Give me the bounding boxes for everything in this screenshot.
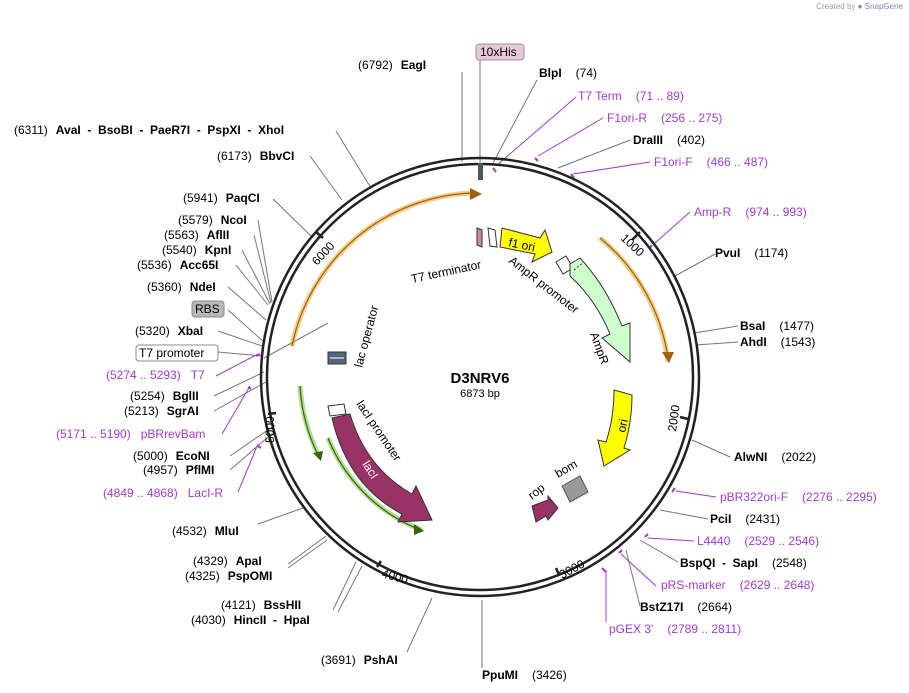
site-bglii: (5254)BglII xyxy=(130,389,199,403)
green-arc-inner-core xyxy=(327,437,419,530)
primer-pgex-3: pGEX 3'(2789 .. 2811) xyxy=(609,622,741,636)
site-ndei: (5360)NdeI xyxy=(147,280,216,294)
site-bstz17i: BstZ17I(2664) xyxy=(640,600,732,614)
site-bbvci: (6173)BbvCI xyxy=(217,149,294,163)
laci-promoter-mark xyxy=(327,403,347,417)
snapgene-logo-icon: ● xyxy=(857,2,863,11)
bom-label: bom xyxy=(553,457,580,481)
site-avai: (6311)AvaI - BsoBI - PaeR7I - PspXI - Xh… xyxy=(14,123,284,137)
f1-ori-label: f1 ori xyxy=(507,235,536,254)
primer-f1ori-r: F1ori-R(256 .. 275) xyxy=(607,111,722,125)
f1-ori-feature xyxy=(499,227,553,264)
tick-label-3000: 3000 xyxy=(557,557,587,582)
orange-arc-right-head xyxy=(662,352,674,363)
bp-ticks xyxy=(267,231,689,576)
tick-label-2000: 2000 xyxy=(665,404,683,433)
primer-leader-lines xyxy=(215,96,717,622)
tick-label-5000: 5000 xyxy=(263,416,277,443)
laci-feature xyxy=(331,413,433,523)
rop-label: rop xyxy=(525,480,548,502)
primer-t7: (5274 .. 5293)T7 xyxy=(106,368,205,382)
rbs-box xyxy=(191,300,225,318)
his-small-mark xyxy=(487,227,498,248)
rop-feature xyxy=(531,494,559,523)
primer-amp-r: Amp-R(974 .. 993) xyxy=(694,205,807,219)
orange-arc-right-core xyxy=(599,237,669,359)
site-bsshii: (4121)BssHII xyxy=(221,598,301,612)
site-econi: (5000)EcoNI xyxy=(133,449,210,463)
primer-pbrrevbam: (5171 .. 5190)pBRrevBam xyxy=(56,427,205,441)
site-aflii: (5563)AflII xyxy=(164,228,229,242)
his-tag-mark xyxy=(478,163,483,180)
site-ncoi: (5579)NcoI xyxy=(178,213,247,227)
bom-feature xyxy=(561,475,589,503)
site-kpni: (5540)KpnI xyxy=(162,243,231,257)
t7-terminator-mark xyxy=(476,227,483,248)
site-pvui: PvuI(1174) xyxy=(715,246,788,260)
tick-label-1000: 1000 xyxy=(618,231,647,260)
site-acc65i: (5536)Acc65I xyxy=(137,258,218,272)
green-arc-inner-head xyxy=(414,524,424,535)
site-draiii: DraIII(402) xyxy=(633,133,705,147)
site-xbai: (5320)XbaI xyxy=(135,324,203,338)
his-tag-box xyxy=(475,43,525,61)
orange-arc-left-head xyxy=(470,188,482,200)
site-eagi: (6792)EagI xyxy=(358,58,426,72)
site-bspqi: BspQI - SapI(2548) xyxy=(680,556,807,570)
site-sgrai: (5213)SgrAI xyxy=(124,404,199,418)
site-apai: (4329)ApaI xyxy=(193,554,262,568)
primer-prs-marker: pRS-marker(2629 .. 2648) xyxy=(661,578,814,592)
credit-prefix: Created by xyxy=(816,2,856,11)
site-pflmi: (4957)PflMI xyxy=(143,463,214,477)
t7-terminator-label: T7 terminator xyxy=(410,257,483,286)
site-hincii: (4030)HincII - HpaI xyxy=(191,613,310,627)
green-arc-outer xyxy=(297,385,323,460)
leader-lines xyxy=(213,60,739,668)
t7-promoter-label: T7 promoter xyxy=(139,346,204,360)
primer-laci-r: (4849 .. 4868)LacI-R xyxy=(103,486,223,500)
plasmid-name: D3NRV6 xyxy=(451,370,510,387)
his-tag-label: 10xHis xyxy=(480,45,517,59)
site-pcii: PciI(2431) xyxy=(710,512,780,526)
primer-pbr322ori-f: pBR322ori-F(2276 .. 2295) xyxy=(720,490,877,504)
site-paqci: (5941)PaqCI xyxy=(183,191,260,205)
green-arc-outer-head xyxy=(313,451,323,461)
site-pshai: (3691)PshAI xyxy=(321,653,398,667)
site-alwni: AlwNI(2022) xyxy=(734,450,816,464)
site-bsai: BsaI(1477) xyxy=(740,319,814,333)
site-blpi: BlpI(74) xyxy=(539,66,597,80)
site-pspomi: (4325)PspOMI xyxy=(185,569,272,583)
site-ahdi: AhdI(1543) xyxy=(740,335,815,349)
primer-marks xyxy=(247,157,676,573)
orange-arc-left-core xyxy=(291,192,473,347)
green-arc-outer-core xyxy=(299,385,319,456)
snapgene-credit: Created by ● SnapGene xyxy=(816,2,903,11)
ori-feature xyxy=(597,389,633,467)
ori-label: ori xyxy=(614,418,630,434)
backbone-outer xyxy=(259,156,701,598)
ampr-feature xyxy=(569,257,631,364)
primer-f1ori-f: F1ori-F(466 .. 487) xyxy=(654,155,768,169)
t7-promoter-box xyxy=(135,344,219,362)
rbs-label: RBS xyxy=(195,302,220,316)
credit-brand: SnapGene xyxy=(864,2,903,11)
site-ppumi: PpuMI(3426) xyxy=(482,668,567,682)
tick-label-4000: 4000 xyxy=(380,566,410,587)
primer-t7-term: T7 Term(71 .. 89) xyxy=(578,89,684,103)
primer-l4440: L4440(2529 .. 2546) xyxy=(697,534,819,548)
plasmid-length: 6873 bp xyxy=(460,388,500,400)
lac-operator-label: lac operator xyxy=(351,304,381,369)
site-mlui: (4532)MluI xyxy=(172,524,239,538)
